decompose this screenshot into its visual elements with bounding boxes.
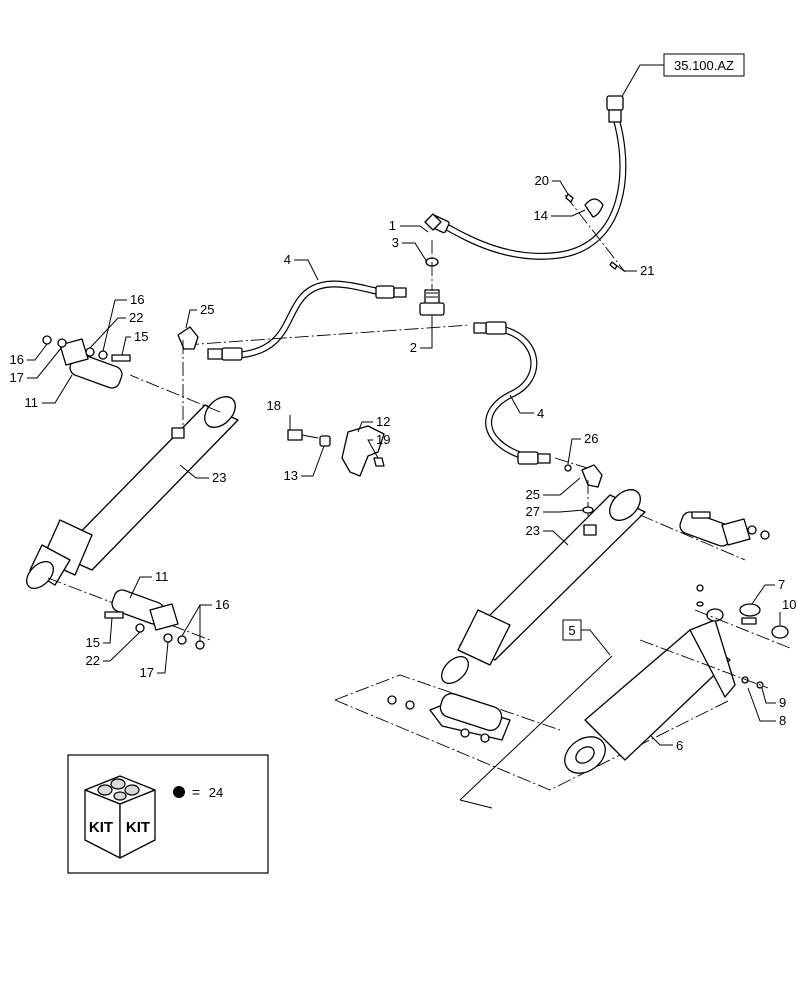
lower-assembly-outline	[334, 674, 731, 791]
pin-11-upper-left	[42, 335, 131, 389]
hydraulic-cylinder-23-right	[441, 489, 746, 684]
callout-7: 7	[778, 577, 785, 592]
callout-5: 5	[568, 623, 575, 638]
pin-11-lower-left	[104, 589, 205, 650]
pin-11-upper-right	[679, 511, 770, 547]
callout-21: 21	[640, 263, 654, 278]
hose-4-right	[473, 321, 601, 473]
accumulator-6	[459, 619, 736, 809]
callout-9: 9	[779, 695, 786, 710]
callouts: 1 2 3 4 4 6 7 8 9 10 11 11 12 13 14 15 1	[10, 173, 797, 753]
kit-label-left: KIT	[89, 819, 113, 836]
callout-26: 26	[584, 431, 598, 446]
callout-1: 1	[389, 218, 396, 233]
callout-16-upper: 16	[130, 292, 144, 307]
bullet-icon	[173, 786, 185, 798]
callout-18: 18	[267, 398, 281, 413]
callout-11-lower: 11	[155, 569, 169, 584]
callout-15-lower: 15	[86, 635, 100, 650]
hydraulic-cylinder-23-left	[26, 374, 239, 641]
hose-assembly-top	[424, 95, 627, 260]
callout-25-left: 25	[200, 302, 214, 317]
callout-15-upper: 15	[134, 329, 148, 344]
kit-label-right: KIT	[126, 819, 150, 836]
callout-22-lower: 22	[86, 653, 100, 668]
kit-item-number: 24	[209, 785, 223, 800]
callout-11-upper: 11	[25, 395, 39, 410]
callout-17-lower: 17	[140, 665, 154, 680]
callout-23-left: 23	[212, 470, 226, 485]
kit-equals: =	[192, 784, 200, 800]
callout-13: 13	[284, 468, 298, 483]
callout-2: 2	[410, 340, 417, 355]
elbow-fitting-25-left	[177, 326, 199, 430]
callout-19: 19	[376, 432, 390, 447]
kit-legend: KIT KIT = 24	[67, 754, 269, 874]
isolator-mounts	[639, 584, 791, 689]
callout-25-right: 25	[526, 487, 540, 502]
callout-4-left: 4	[284, 252, 291, 267]
reference-link-text: 35.100.AZ	[674, 58, 734, 73]
callout-17-upper: 17	[10, 370, 24, 385]
callout-23-right: 23	[526, 523, 540, 538]
callout-20: 20	[535, 173, 549, 188]
hose-clamp-14	[564, 193, 626, 273]
callout-10: 10	[782, 597, 796, 612]
elbow-fitting-25-right	[564, 464, 603, 525]
callout-8: 8	[779, 713, 786, 728]
callout-4-right: 4	[537, 406, 544, 421]
callout-14: 14	[534, 208, 548, 223]
callout-6: 6	[676, 738, 683, 753]
callout-22-upper: 22	[129, 310, 143, 325]
callout-3: 3	[392, 235, 399, 250]
callout-27: 27	[526, 504, 540, 519]
callout-16-left: 16	[10, 352, 24, 367]
reference-link[interactable]: 35.100.AZ	[619, 53, 745, 101]
tee-fitting-2	[419, 240, 445, 330]
callout-16-lower: 16	[215, 597, 229, 612]
bracket-12	[287, 425, 385, 477]
callout-12: 12	[376, 414, 390, 429]
hose-4-left	[184, 280, 471, 361]
